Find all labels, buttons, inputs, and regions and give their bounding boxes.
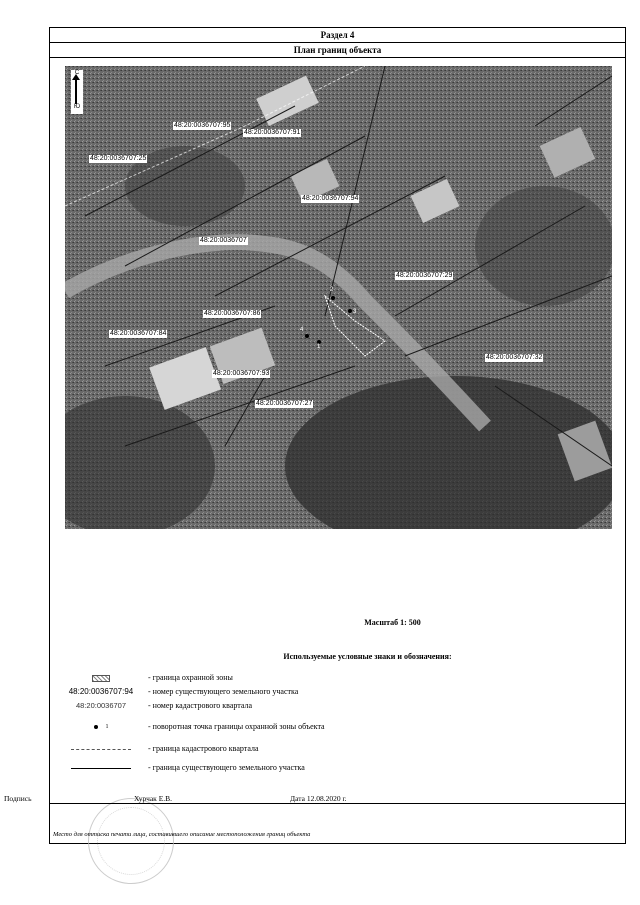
signature-note: Место для оттиска печати лица, составивш… [53,831,311,838]
hatch-rect-icon [92,674,110,682]
signature-divider [49,803,626,804]
parcel-label: 48:20:0036707:86 [203,310,262,318]
map-scale: Масштаб 1: 500 [364,618,421,627]
parcel-label: 48:20:0036707:93 [212,370,271,378]
stamp-seal-image [88,798,174,884]
legend-item: 48:20:0036707:94 - номер существующего з… [68,687,299,696]
aerial-photo-background [65,66,612,529]
parcel-label: 48:20:0036707:25 [89,155,148,163]
legend-item: 1 - поворотная точка границы охранной зо… [50,720,625,734]
legend-item: - граница кадастрового квартала [50,742,625,756]
point-dot-icon [93,725,98,730]
signer-name: Хурчак Е.В. [134,794,173,803]
parcel-label: 48:20:0036707:94 [301,195,360,203]
north-arrow-icon: С Ю [71,70,83,114]
aerial-map: С Ю 48:20:0036707:95 48:20:0036707:91 48… [65,66,612,529]
signature-label: Подпись [4,794,32,803]
parcel-label: 48:20:0036707:32 [485,354,544,362]
parcel-label: 48:20:0036707:91 [243,129,302,137]
boundary-point-label: 3 [353,309,357,315]
solid-line-icon [71,767,131,769]
legend-title: Используемые условные знаки и обозначени… [283,652,452,661]
legend-item: 48:20:0036707 - номер кадастрового кварт… [75,701,253,710]
legend-item: - граница охранной зоны [50,671,625,685]
section-header: Раздел 4 [50,28,625,43]
parcel-label: 48:20:0036707:95 [173,122,232,130]
parcel-label: 48:20:0036707:29 [395,272,454,280]
dashed-line-icon [71,748,131,750]
cadastral-quarter-label: 48:20:0036707 [199,237,248,245]
legend-item: - граница существующего земельного участ… [50,761,625,775]
quarter-number-sample: 48:20:0036707 [75,701,127,710]
page-title: План границ объекта [50,43,625,58]
document-frame: Раздел 4 План границ объекта [49,27,626,844]
boundary-point-label: 2 [330,287,334,293]
parcel-label: 48:20:0036707:84 [109,330,168,338]
boundary-point-label: 1 [317,344,321,350]
parcel-number-sample: 48:20:0036707:94 [68,687,134,696]
parcel-label: 48:20:0036707:27 [255,400,314,408]
boundary-point-label: 4 [300,327,304,333]
signature-date: Дата 12.08.2020 г. [290,794,347,803]
